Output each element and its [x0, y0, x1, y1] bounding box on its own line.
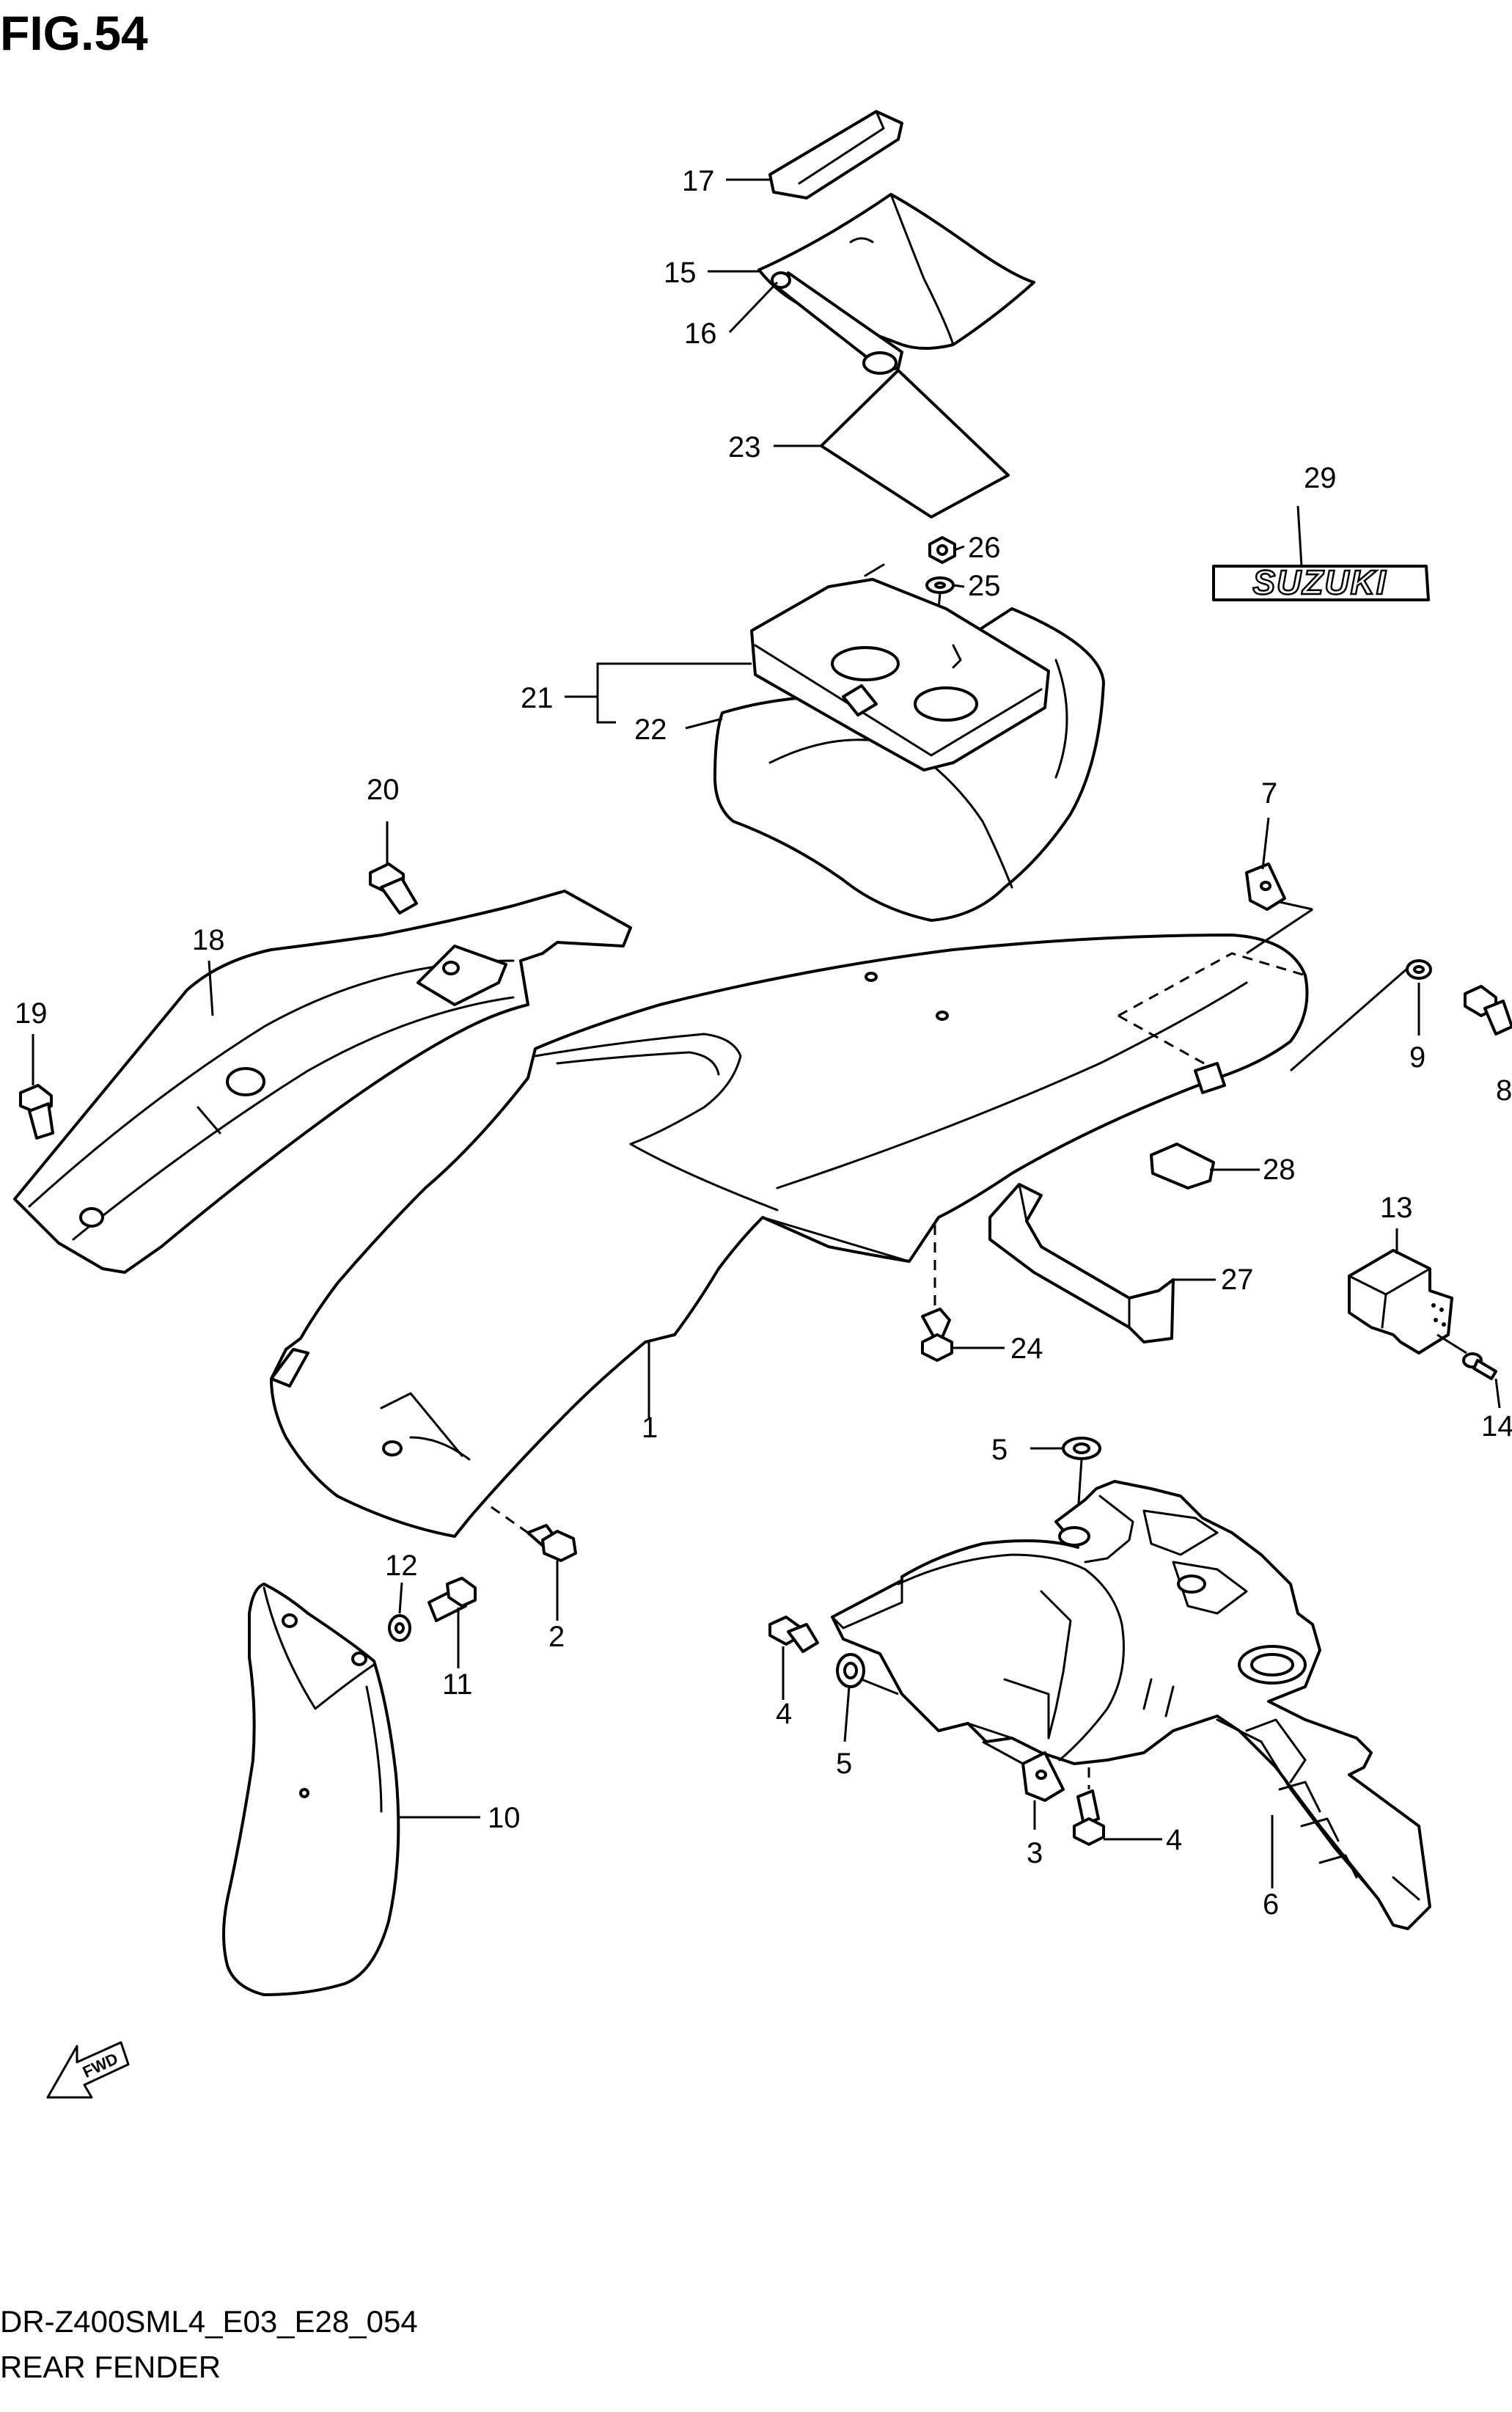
callout-29: 29 — [1304, 462, 1337, 494]
callout-3: 3 — [1027, 1837, 1043, 1869]
part-23-pad — [820, 369, 1010, 518]
callout-19: 19 — [15, 997, 48, 1030]
callout-6: 6 — [1263, 1888, 1279, 1921]
callout-17: 17 — [682, 165, 715, 197]
callout-20: 20 — [367, 774, 400, 806]
callout-4-left: 4 — [776, 1698, 792, 1730]
part-12-washer — [388, 1614, 411, 1642]
fwd-arrow: FWD — [46, 2041, 130, 2099]
callout-24: 24 — [1010, 1333, 1043, 1365]
part-26-nut — [928, 536, 956, 564]
callout-8: 8 — [1496, 1074, 1512, 1107]
callout-9: 9 — [1409, 1041, 1425, 1074]
callout-2: 2 — [548, 1621, 565, 1653]
part-2-bolt — [491, 1506, 577, 1562]
part-27-handle — [988, 1183, 1175, 1344]
part-13-relay — [1348, 1249, 1467, 1355]
figure-title: FIG.54 — [0, 6, 148, 60]
callout-21: 21 — [521, 682, 554, 714]
part-9-washer — [1290, 959, 1432, 1072]
callout-11: 11 — [442, 1668, 473, 1701]
callout-10: 10 — [488, 1802, 521, 1834]
part-11-bolt — [427, 1577, 477, 1622]
callout-16: 16 — [684, 318, 717, 350]
callout-12: 12 — [385, 1550, 418, 1582]
callout-14: 14 — [1481, 1410, 1512, 1443]
callout-7: 7 — [1261, 777, 1277, 810]
figure-name: REAR FENDER — [0, 2350, 221, 2384]
figure-code: DR-Z400SML4_E03_E28_054 — [0, 2304, 418, 2339]
part-21-seat-box — [750, 563, 1050, 771]
callout-26: 26 — [968, 532, 1001, 564]
part-19-bolt — [19, 1084, 54, 1140]
callout-18: 18 — [192, 924, 225, 956]
part-15-tool-bag — [757, 193, 1035, 350]
part-24-bolt — [921, 1225, 953, 1362]
part-14-screw — [1462, 1352, 1497, 1380]
callout-1: 1 — [642, 1412, 658, 1444]
part-29-suzuki-emblem: SUZUKI — [1212, 562, 1430, 602]
callout-28: 28 — [1263, 1154, 1296, 1186]
part-5-grommet-lower — [836, 1653, 899, 1696]
part-17-strap — [768, 110, 903, 199]
part-10-mud-flap — [222, 1583, 400, 1996]
part-6-bracket — [831, 1480, 1431, 1930]
callout-23: 23 — [728, 431, 761, 463]
emblem-text: SUZUKI — [1252, 563, 1387, 601]
callout-labels: 17 15 16 23 29 26 25 21 22 20 18 19 7 9 … — [15, 165, 1512, 1921]
callout-15: 15 — [664, 257, 697, 289]
leader-lines — [32, 178, 1501, 1888]
callout-5-lower: 5 — [836, 1748, 852, 1780]
part-4-bolt-left — [768, 1616, 819, 1653]
part-16-tool — [771, 271, 903, 375]
callout-5-upper: 5 — [991, 1434, 1008, 1466]
callout-25: 25 — [968, 570, 1001, 602]
part-8-bolt — [1464, 985, 1512, 1035]
part-1-rear-fender — [270, 934, 1309, 1538]
part-18-side-cover — [13, 890, 632, 1274]
callout-13: 13 — [1380, 1192, 1413, 1224]
part-4-bolt-lower — [1073, 1767, 1105, 1846]
callout-4-lower: 4 — [1166, 1824, 1182, 1856]
part-20-bolt — [369, 862, 418, 914]
callout-22: 22 — [634, 714, 667, 746]
part-3-speed-nut — [982, 1740, 1065, 1802]
part-28-pad — [1150, 1143, 1215, 1189]
callout-27: 27 — [1221, 1264, 1254, 1296]
part-7-clip — [1245, 862, 1313, 955]
